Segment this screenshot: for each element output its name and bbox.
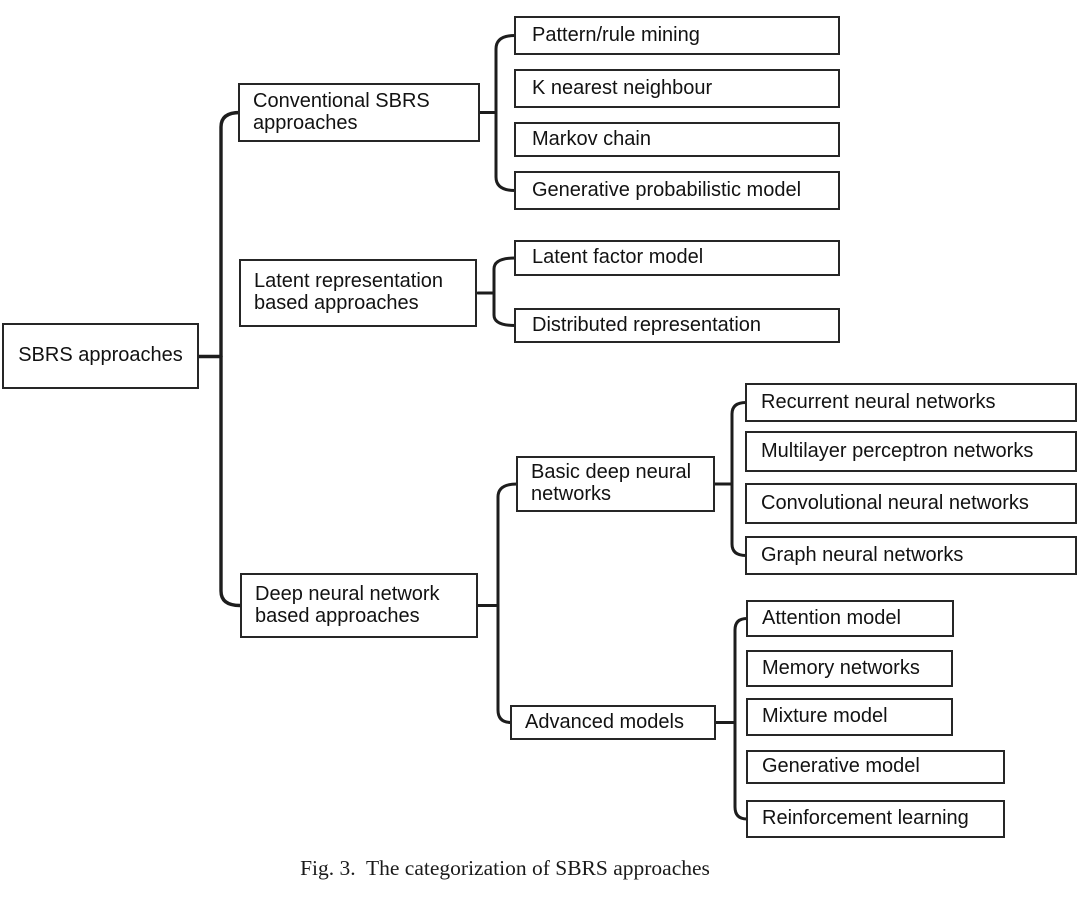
node-generative-model: Generative model [746,750,1005,784]
node-pattern-rule-mining: Pattern/rule mining [514,16,840,55]
node-mixture-model: Mixture model [746,698,953,736]
node-basic-deep-neural-networks: Basic deep neural networks [516,456,715,512]
node-distributed-representation: Distributed representation [514,308,840,343]
node-advanced-models: Advanced models [510,705,716,740]
connector-basic-brace [730,401,748,557]
node-markov-chain: Markov chain [514,122,840,157]
node-latent-representation-approaches: Latent representation based approaches [239,259,477,327]
node-reinforcement-learning: Reinforcement learning [746,800,1005,838]
node-conventional-sbrs-approaches: Conventional SBRS approaches [238,83,480,142]
node-recurrent-neural-networks: Recurrent neural networks [745,383,1077,422]
node-multilayer-perceptron-networks: Multilayer perceptron networks [745,431,1077,472]
connector-deep-brace [496,482,519,724]
node-memory-networks: Memory networks [746,650,953,687]
connector-root-brace [219,110,242,608]
node-k-nearest-neighbour: K nearest neighbour [514,69,840,108]
node-convolutional-neural-networks: Convolutional neural networks [745,483,1077,524]
node-generative-probabilistic-model: Generative probabilistic model [514,171,840,210]
node-latent-factor-model: Latent factor model [514,240,840,276]
node-sbrs-approaches: SBRS approaches [2,323,199,389]
connector-conventional-brace [494,34,517,192]
connector-advanced-brace [733,617,749,821]
connector-latent-brace [492,256,517,327]
node-deep-neural-network-approaches: Deep neural network based approaches [240,573,478,638]
figure-caption: Fig. 3. The categorization of SBRS appro… [300,856,710,880]
node-attention-model: Attention model [746,600,954,637]
node-graph-neural-networks: Graph neural networks [745,536,1077,575]
